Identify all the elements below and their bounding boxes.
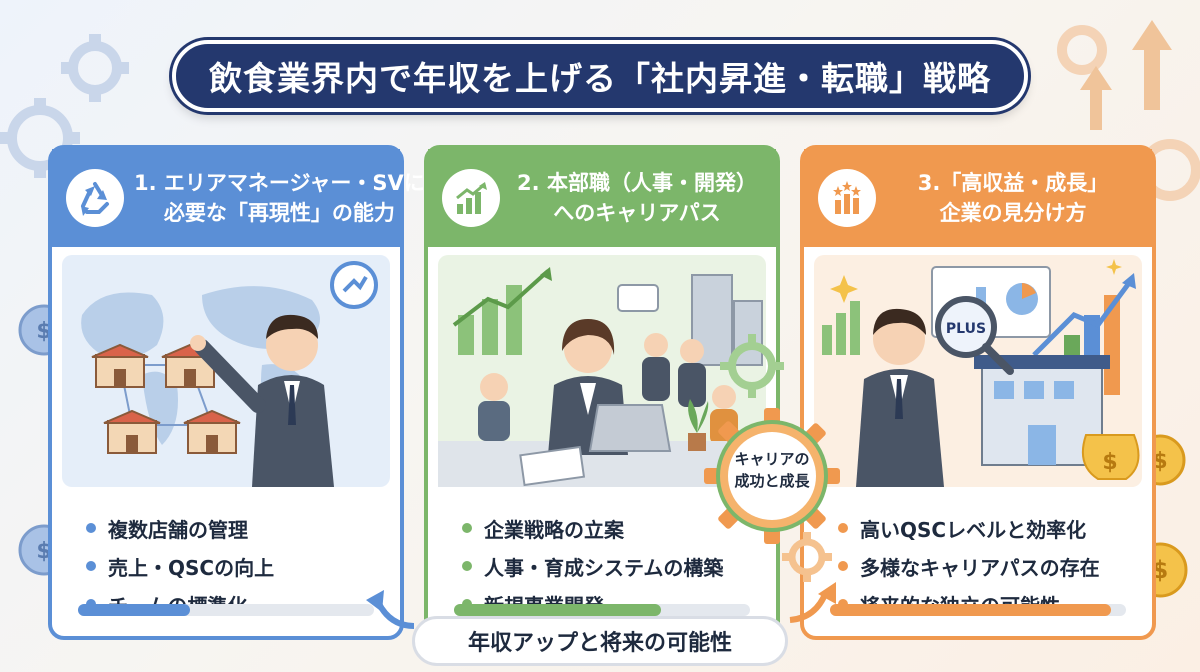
card-title-line1: 3.「高収益・成長」 xyxy=(917,171,1109,195)
card-company-selection: 3.「高収益・成長」 企業の見分け方 xyxy=(800,145,1156,640)
svg-text:$: $ xyxy=(36,319,51,344)
title-banner: 飲食業界内で年収を上げる「社内昇進・転職」戦略 xyxy=(172,40,1028,112)
star-bar-chart-icon xyxy=(818,169,876,227)
card-title-line1: 1. エリアマネージャー・SVに xyxy=(134,171,425,195)
small-gear-icon xyxy=(782,532,832,582)
career-gear-label: キャリアの 成功と成長 xyxy=(734,450,810,490)
bullet-list: 複数店舗の管理 売上・QSCの向上 チームの標準化 xyxy=(52,487,400,623)
list-item: 複数店舗の管理 xyxy=(86,509,400,547)
svg-text:$: $ xyxy=(1102,450,1117,475)
list-item: 売上・QSCの向上 xyxy=(86,547,400,585)
progress-fill xyxy=(454,604,662,616)
progress-bar xyxy=(830,604,1126,616)
bullet-list: 高いQSCレベルと効率化 多様なキャリアパスの存在 将来的な独立の可能性 xyxy=(804,487,1152,623)
svg-text:$: $ xyxy=(36,539,51,564)
company-analysis-illustration: PLUS $ xyxy=(814,255,1142,487)
recycle-icon xyxy=(66,169,124,227)
list-item: 高いQSCレベルと効率化 xyxy=(838,509,1152,547)
card-area-manager: 1. エリアマネージャー・SVに 必要な「再現性」の能力 xyxy=(48,145,425,640)
svg-text:$: $ xyxy=(1152,449,1167,474)
list-item: 企業戦略の立案 xyxy=(462,509,776,547)
list-item: 人事・育成システムの構築 xyxy=(462,547,776,585)
progress-bar xyxy=(454,604,750,616)
area-manager-illustration xyxy=(62,255,390,487)
card-header: 2. 本部職（人事・開発） へのキャリアパス xyxy=(428,149,776,247)
left-arrow-icon xyxy=(366,590,415,629)
manager-figure xyxy=(190,314,334,487)
bottom-banner: 年収アップと将来の可能性 xyxy=(412,616,788,666)
card-header: 1. エリアマネージャー・SVに 必要な「再現性」の能力 xyxy=(52,149,425,247)
progress-fill xyxy=(78,604,191,616)
background-gears-left-icon xyxy=(0,34,129,178)
progress-bar xyxy=(78,604,374,616)
card-header: 3.「高収益・成長」 企業の見分け方 xyxy=(804,149,1152,247)
progress-fill xyxy=(830,604,1112,616)
page-title: 飲食業界内で年収を上げる「社内昇進・転職」戦略 xyxy=(209,59,991,98)
right-arrow-icon xyxy=(789,582,836,623)
career-gear-icon xyxy=(704,408,840,544)
card-title-line1: 2. 本部職（人事・開発） xyxy=(517,171,757,195)
analyst-figure xyxy=(856,308,944,487)
card-title-line2: へのキャリアパス xyxy=(553,201,721,225)
card-title-line2: 企業の見分け方 xyxy=(939,201,1087,225)
card-title-line2: 必要な「再現性」の能力 xyxy=(163,201,395,225)
bottom-banner-text: 年収アップと将来の可能性 xyxy=(467,631,732,656)
headquarters-illustration xyxy=(438,255,770,487)
svg-text:PLUS: PLUS xyxy=(946,321,986,337)
card-headquarters: 2. 本部職（人事・開発） へのキャリアパス xyxy=(424,145,780,640)
growth-chart-icon xyxy=(442,169,500,227)
small-gear-icon xyxy=(720,334,784,398)
list-item: 多様なキャリアパスの存在 xyxy=(838,547,1152,585)
